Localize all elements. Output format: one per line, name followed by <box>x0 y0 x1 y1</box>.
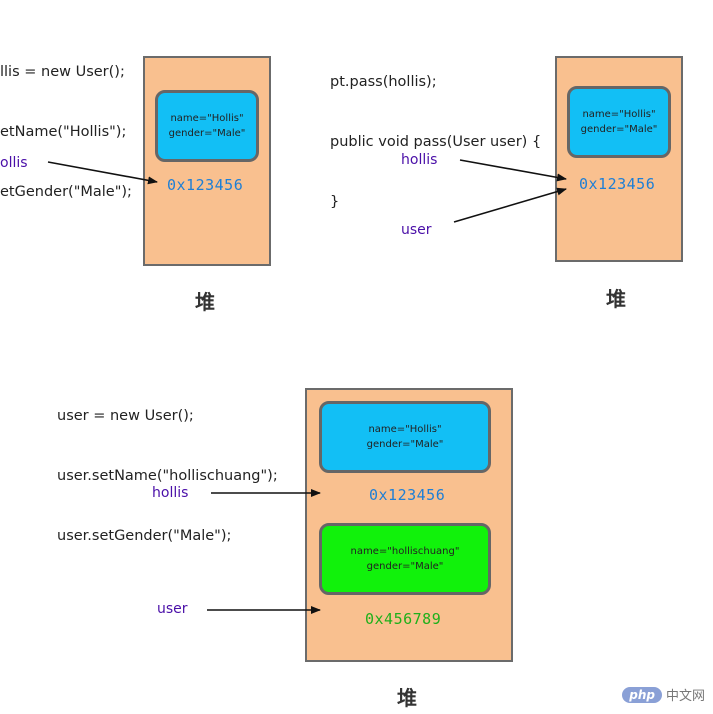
panel2-heap: name="Hollis" gender="Male" 0x123456 <box>555 56 683 262</box>
panel3-object-hollis: name="Hollis" gender="Male" <box>319 401 491 473</box>
panel2-object-gender: gender="Male" <box>580 124 658 135</box>
panel3-object1-name: name="Hollis" <box>368 424 442 435</box>
panel3-code: user = new User(); user.setName("hollisc… <box>57 366 278 566</box>
panel3-var-hollis: hollis <box>152 485 189 501</box>
panel3-heap: name="Hollis" gender="Male" 0x123456 nam… <box>305 388 513 662</box>
panel2-code-line-1: pt.pass(hollis); <box>330 74 437 90</box>
panel1-object-name: name="Hollis" <box>170 113 244 124</box>
panel2-code-line-2: public void pass(User user) { <box>330 134 542 150</box>
panel1-code: llis = new User(); etName("Hollis"); etG… <box>0 22 132 222</box>
panel3-object1-gender: gender="Male" <box>366 439 444 450</box>
panel1-object-gender: gender="Male" <box>168 128 246 139</box>
panel3-heap-label: 堆 <box>397 686 417 710</box>
panel1-arrow-hollis <box>47 161 158 185</box>
panel2-arrow-hollis <box>459 159 567 182</box>
panel2-var-user: user <box>401 222 432 238</box>
panel1-heap-label: 堆 <box>195 290 215 314</box>
panel2-code-line-3: } <box>330 194 340 210</box>
watermark-text: 中文网 <box>665 689 705 704</box>
php-watermark: php 中文网 <box>622 685 705 704</box>
panel2-object-hollis: name="Hollis" gender="Male" <box>567 86 671 158</box>
panel1-address: 0x123456 <box>167 176 244 194</box>
panel1-code-line-3: etGender("Male"); <box>0 184 132 200</box>
panel1-var-hollis: ollis <box>0 155 28 171</box>
panel1-heap: name="Hollis" gender="Male" 0x123456 <box>143 56 271 266</box>
panel2-arrow-user <box>453 187 567 223</box>
panel3-address1: 0x123456 <box>369 486 446 504</box>
panel2-code: pt.pass(hollis); public void pass(User u… <box>330 32 541 232</box>
panel2-heap-label: 堆 <box>606 287 626 311</box>
panel2-object-name: name="Hollis" <box>582 109 656 120</box>
panel2-address: 0x123456 <box>579 175 656 193</box>
panel2-var-hollis: hollis <box>401 152 438 168</box>
panel3-address2: 0x456789 <box>365 610 442 628</box>
panel3-object2-gender: gender="Male" <box>366 561 444 572</box>
panel3-object-hollischuang: name="hollischuang" gender="Male" <box>319 523 491 595</box>
panel3-var-user: user <box>157 601 188 617</box>
panel3-code-line-3: user.setGender("Male"); <box>57 528 232 544</box>
panel3-code-line-2: user.setName("hollischuang"); <box>57 468 278 484</box>
panel1-code-line-2: etName("Hollis"); <box>0 124 127 140</box>
panel3-code-line-1: user = new User(); <box>57 408 194 424</box>
panel1-object-hollis: name="Hollis" gender="Male" <box>155 90 259 162</box>
panel1-code-line-1: llis = new User(); <box>0 64 125 80</box>
panel3-object2-name: name="hollischuang" <box>350 546 460 557</box>
php-logo-badge: php <box>622 686 662 703</box>
